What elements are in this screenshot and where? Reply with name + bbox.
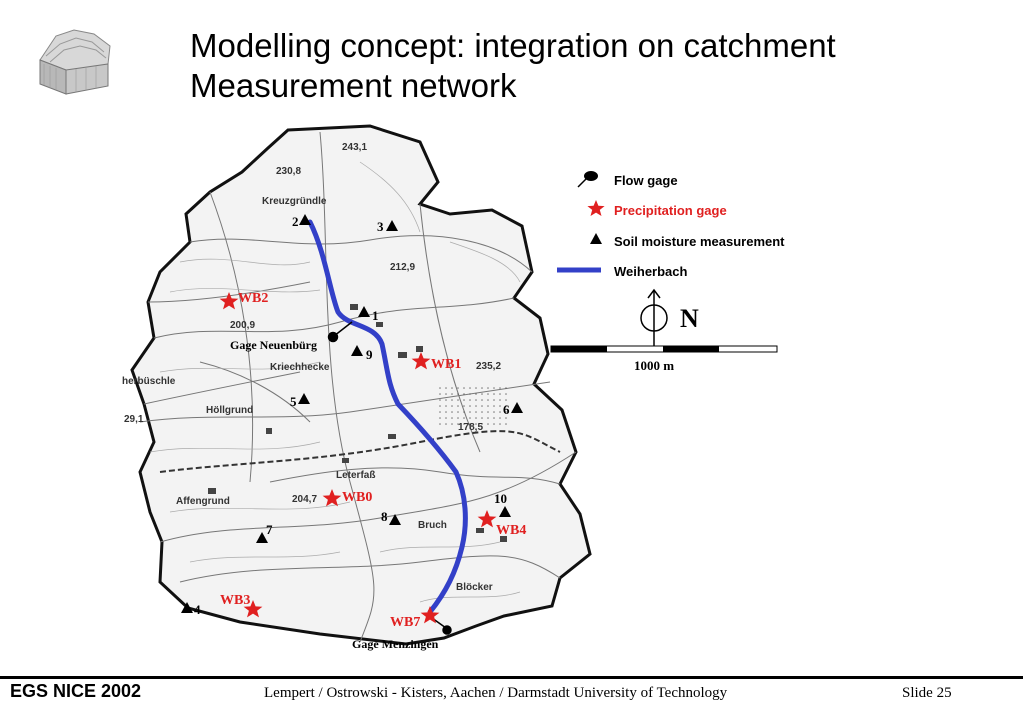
footer-divider — [0, 676, 1023, 679]
scale-label: 1000 m — [634, 358, 675, 373]
elev-204: 204,7 — [292, 494, 318, 505]
scale-bar — [550, 345, 778, 353]
soil-label-10: 10 — [494, 491, 507, 506]
gage-neuenburg-label: Gage Neuenbürg — [230, 338, 317, 352]
soil-label-7: 7 — [266, 522, 273, 537]
precip-label-wb7: WB7 — [390, 615, 421, 630]
soil-label-8: 8 — [381, 509, 388, 524]
elev-212: 212,9 — [390, 262, 416, 273]
elev-200: 200,9 — [230, 320, 256, 331]
legend-soil-triangle-icon — [590, 233, 602, 244]
elev-243: 243,1 — [342, 142, 368, 153]
precip-label-wb0: WB0 — [342, 490, 373, 505]
title-line-2: Measurement network — [190, 67, 517, 104]
elev-178: 178,5 — [458, 422, 484, 433]
legend-precip-star-icon — [587, 200, 605, 216]
soil-label-9: 9 — [366, 347, 373, 362]
legend-soil-moisture: Soil moisture measurement — [614, 234, 785, 249]
place-bruch: Bruch — [418, 520, 447, 531]
place-leterfass: Leterfaß — [336, 470, 376, 481]
precip-label-wb2: WB2 — [238, 291, 269, 306]
precip-label-wb1: WB1 — [431, 357, 462, 372]
slide-title: Modelling concept: integration on catchm… — [190, 26, 836, 106]
precip-label-wb4: WB4 — [496, 523, 527, 538]
elev-230: 230,8 — [276, 166, 302, 177]
map-legend: Flow gage Precipitation gage Soil moistu… — [556, 168, 856, 288]
gage-menzingen-label: Gage Menzingen — [352, 637, 439, 651]
north-label: N — [680, 304, 699, 333]
legend-symbols — [557, 171, 605, 273]
footer-event: EGS NICE 2002 — [10, 681, 142, 701]
legend-flow-gage: Flow gage — [614, 173, 678, 188]
flow-gage-neuenburg — [327, 321, 353, 343]
catchment-map — [130, 124, 592, 646]
footer-slide-number: Slide 25 — [902, 685, 952, 701]
weiherbach-stream — [307, 219, 468, 615]
north-arrow-icon — [640, 288, 668, 346]
elev-235: 235,2 — [476, 361, 502, 372]
footer-authors: Lempert / Ostrowski - Kisters, Aachen / … — [264, 685, 728, 701]
place-herbuschle: herbüschle — [122, 376, 176, 387]
soil-label-6: 6 — [503, 402, 510, 417]
legend-weiherbach: Weiherbach — [614, 264, 688, 279]
terrain-logo-icon — [39, 29, 111, 95]
soil-label-5: 5 — [290, 394, 297, 409]
legend-flow-gage-icon — [577, 171, 598, 188]
place-kreuzgrundle: Kreuzgründle — [262, 196, 327, 207]
elev-29: 29,1 — [124, 414, 144, 425]
place-blocker: Blöcker — [456, 582, 493, 593]
place-kriechhecke: Kriechhecke — [270, 362, 330, 373]
soil-label-2: 2 — [292, 214, 299, 229]
soil-label-4: 4 — [194, 602, 201, 617]
title-line-1: Modelling concept: integration on catchm… — [190, 27, 836, 64]
soil-label-3: 3 — [377, 219, 384, 234]
legend-precipitation-gage: Precipitation gage — [614, 203, 727, 218]
precip-label-wb3: WB3 — [220, 593, 251, 608]
place-hollgrund: Höllgrund — [206, 405, 254, 416]
soil-label-1: 1 — [372, 308, 379, 323]
place-affengrund: Affengrund — [176, 496, 230, 507]
